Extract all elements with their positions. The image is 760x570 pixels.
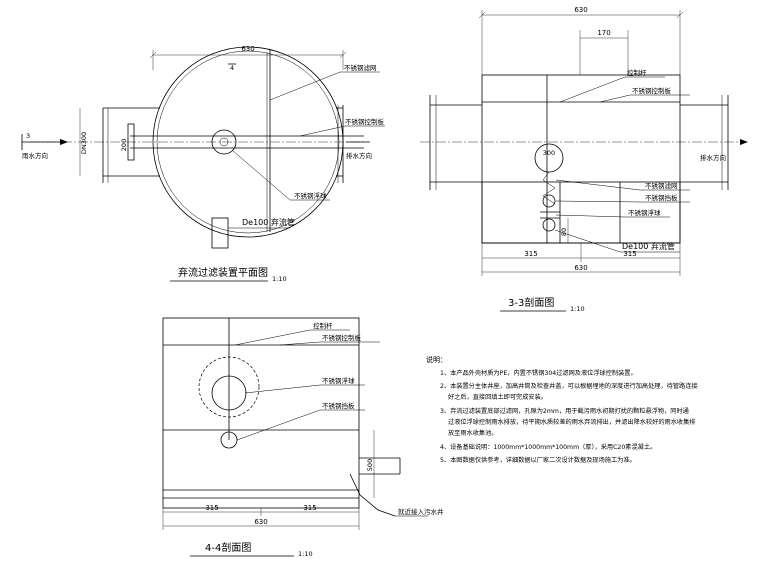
s44-label-stop: 不锈钢挡板 <box>322 401 355 410</box>
s44-dim-right: 315 <box>303 504 316 512</box>
s33-label-control-plate: 不锈钢控制板 <box>632 86 672 95</box>
note-line: 5、本图数据仅供参考，详细数据以厂家二次设计数据及现场施工为准。 <box>440 456 636 464</box>
s44-title: 4-4剖面图 <box>205 541 251 554</box>
plan-section-mark: 4 <box>230 64 234 72</box>
s33-label-discharge: De100 弃流管 <box>622 241 675 251</box>
s33-title: 3-3剖面图 <box>508 296 554 309</box>
s44-label-float: 不锈钢浮球 <box>322 376 355 385</box>
note-line: 2、本装置分主体井座，加高井筒及检查井盖，可以根据埋地的深度进行加高处理，待管路… <box>440 382 698 390</box>
note-line: 1、本产品外壳材质为PE，内置不锈钢304过滤网及液位浮球控制装置。 <box>440 369 637 377</box>
plan-float <box>211 129 237 155</box>
s44-dim-left: 315 <box>205 504 218 512</box>
s33-label-filter-net: 不锈钢滤网 <box>645 181 678 190</box>
plan-label-control-plate: 不锈钢控制板 <box>345 117 385 126</box>
s33-dim-top: 630 <box>574 6 587 14</box>
plan-label-filter-net: 不锈钢滤网 <box>344 63 377 72</box>
plan-dim-pipe: DN300 <box>80 132 88 154</box>
plan-arrow-mark: 3 <box>26 132 30 140</box>
plan-label-float: 不锈钢浮球 <box>294 191 327 200</box>
plan-outflow-label: 排水方向 <box>346 151 372 160</box>
s44-dim-height: 500 <box>366 459 374 471</box>
s44-label-sewer: 就近接入污水井 <box>398 507 444 516</box>
s44-float-dashed <box>198 356 260 418</box>
notes-heading: 说明： <box>426 355 447 364</box>
plan-dim-small: 200 <box>120 139 128 151</box>
note-line: 4、设备基础说明：1000mm*1000mm*100mm（厚），采用C20素混凝… <box>440 443 656 451</box>
plan-inflow-label: 雨水方向 <box>22 151 48 160</box>
s44-scale: 1:10 <box>298 550 313 558</box>
note-line: 好之后，直接回填土即可完成安装。 <box>448 393 547 401</box>
section-3-3: 630 170 排水方向 300 <box>420 6 748 313</box>
plan-label-discharge: De100 弃流管 <box>242 217 295 227</box>
notes-block: 说明： 1、本产品外壳材质为PE，内置不锈钢304过滤网及液位浮球控制装置。 2… <box>426 355 698 464</box>
note-line: 放至雨水收集池。 <box>448 429 498 437</box>
s44-tank-body <box>162 317 360 509</box>
s33-label-stop: 不锈钢挡板 <box>645 193 678 202</box>
s33-dim-total: 630 <box>574 264 587 272</box>
s33-tank-body <box>481 74 681 244</box>
s44-label-rod: 控制杆 <box>313 321 333 330</box>
s33-dim-300: 300 <box>543 149 555 157</box>
note-line: 过液位浮球控制雨水排放，待平期水质较差的雨水弃流排出，并滤出降水较好的雨水收集排 <box>448 418 696 426</box>
s33-dim-170: 170 <box>597 29 610 37</box>
s33-label-rod: 控制杆 <box>627 68 647 77</box>
plan-discharge-pipe <box>211 217 229 249</box>
plan-dim-width: 630 <box>241 45 254 53</box>
s44-dim-total: 630 <box>254 518 267 526</box>
s33-outflow-label: 排水方向 <box>700 153 726 162</box>
s33-dim-left: 315 <box>524 250 537 258</box>
s33-scale: 1:10 <box>570 305 585 313</box>
s33-dim-80: 80 <box>560 228 568 236</box>
plan-scale: 1:10 <box>272 275 287 283</box>
plan-view: 630 4 DN300 200 <box>21 45 385 283</box>
s33-label-float: 不锈钢浮球 <box>628 208 661 217</box>
plan-title: 弃流过滤装置平面图 <box>178 266 268 279</box>
s44-label-control-plate: 不锈钢控制板 <box>322 333 362 342</box>
note-line: 3、弃流过滤装置底部过滤网，孔隙为2mm，用于截污雨水初期打扰的颗粒悬浮物，同时… <box>440 407 689 415</box>
section-4-4: 315 315 630 500 控制杆 不锈钢控制板 不锈钢浮球 不锈钢挡板 就… <box>162 317 444 558</box>
s33-dim-right: 315 <box>623 250 636 258</box>
